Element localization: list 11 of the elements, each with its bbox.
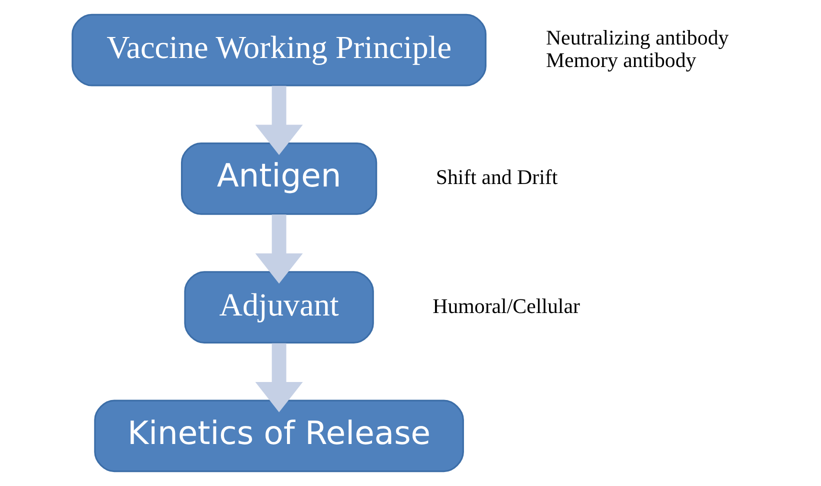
arrow: [255, 343, 303, 412]
node-label: Neutralizing antibody: [546, 25, 729, 50]
node-label: Memory antibody: [546, 48, 696, 72]
node-box: Vaccine Working Principle: [72, 14, 486, 86]
arrow: [255, 214, 303, 284]
arrow: [255, 86, 303, 155]
node-box: Kinetics of Release: [94, 400, 464, 472]
node-box: Antigen: [180, 142, 378, 215]
node-box: Adjuvant: [184, 271, 374, 344]
node-label: Shift and Drift: [436, 165, 558, 190]
node-label: Humoral/Cellular: [432, 294, 580, 318]
